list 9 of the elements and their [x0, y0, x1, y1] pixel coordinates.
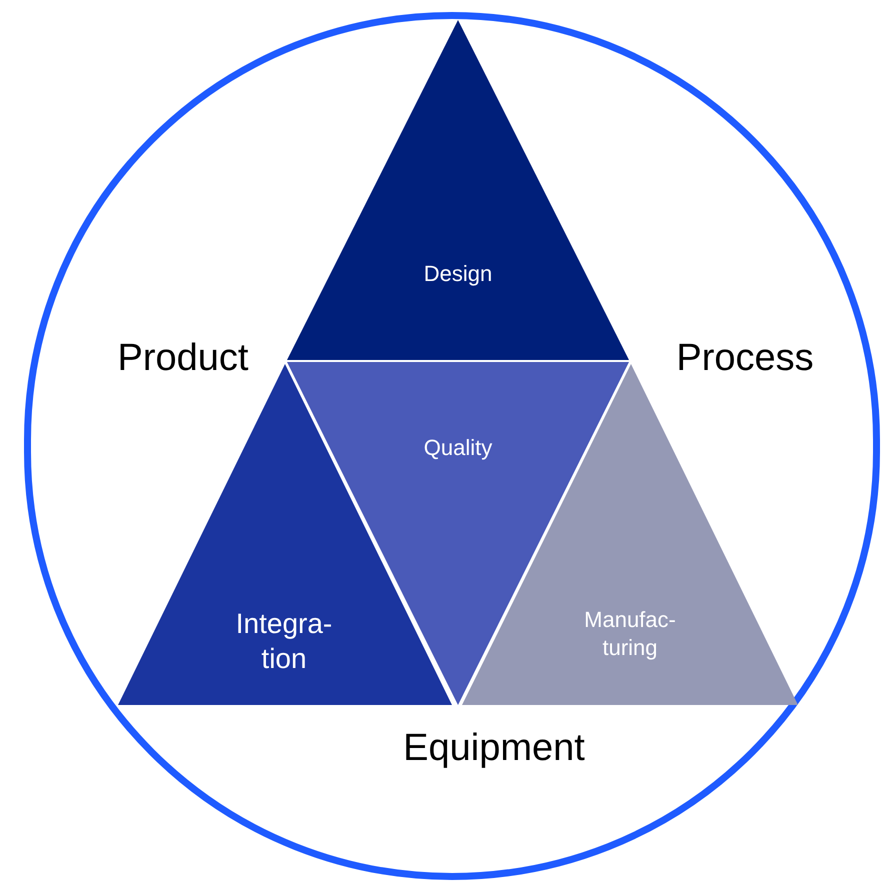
axis-label: Process — [676, 339, 814, 377]
triangle-segment — [287, 20, 629, 360]
segment-label: Integra- tion — [234, 607, 334, 676]
segment-label: Quality — [422, 434, 494, 462]
circle-outline — [24, 12, 880, 880]
axis-label: Equipment — [403, 729, 585, 767]
segment-label: Design — [422, 260, 494, 288]
axis-label: Product — [118, 339, 248, 377]
segment-label: Manufac- turing — [583, 606, 677, 661]
